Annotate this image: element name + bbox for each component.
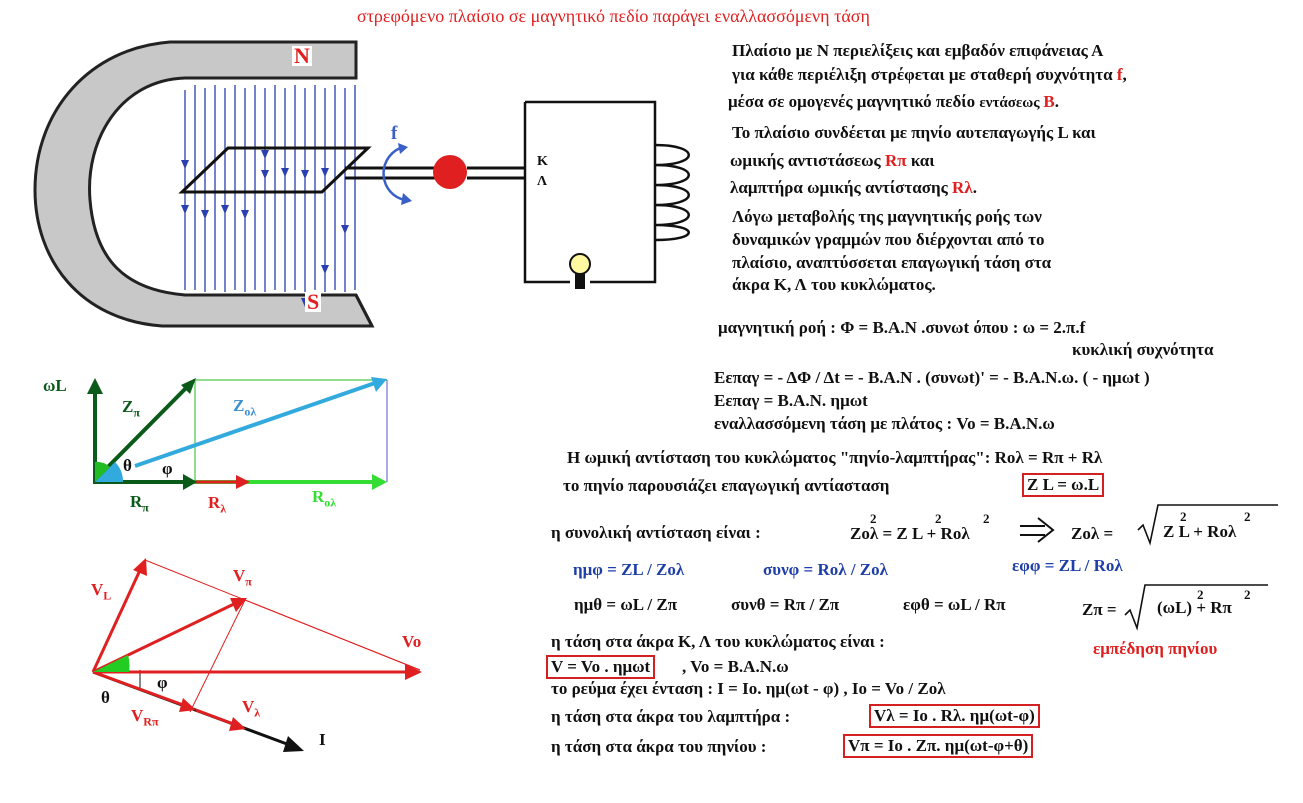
rotating-loop — [178, 146, 438, 194]
superscript-2: 2 — [1244, 509, 1251, 524]
current-label: I — [319, 730, 326, 749]
superscript-2: 2 — [935, 511, 942, 526]
current-formula: το ρεύμα έχει ένταση : I = Io. ημ(ωt - φ… — [551, 679, 946, 698]
reactance-box: Z L = ω.L — [1022, 473, 1105, 497]
coil-impedance-label: εμπέδηση πηνίου — [1093, 639, 1218, 658]
impedance-diagram — [87, 377, 388, 490]
vp-label: Vπ — [233, 566, 252, 589]
reactance-text: το πηνίο παρουσιάζει επαγωγική αντίαστασ… — [563, 476, 890, 495]
total-impedance-equation: Zoλ = Z L + Roλ — [850, 524, 970, 543]
terminal-l-label: Λ — [537, 174, 548, 189]
superscript-2: 2 — [1180, 509, 1187, 524]
phi-label-1: φ — [162, 459, 173, 478]
rl-label: Rλ — [208, 493, 227, 516]
wl-label: ωL — [43, 376, 67, 395]
sqrt-signs — [1124, 504, 1278, 631]
description-line-1: Πλαίσιο με Ν περιελίξεις και εμβαδόν επι… — [732, 41, 1104, 60]
description-line-4: Το πλαίσιο συνδέεται με πηνίο αυτεπαγωγή… — [732, 123, 1096, 142]
zp-label: Zπ — [122, 397, 140, 420]
superscript-2: 2 — [870, 511, 877, 526]
implies-arrow — [1020, 517, 1055, 543]
emf-formula-3: εναλλασσόμενη τάση με πλάτος : Vo = B.A.… — [714, 414, 1055, 433]
description-line-9: πλαίσιο, αναπτύσσεται επαγωγική τάση στα — [732, 253, 1052, 272]
cos-phi: συνφ = Roλ / Zoλ — [763, 560, 889, 579]
total-impedance-sqrt: Z L + Roλ — [1163, 522, 1237, 541]
circuit — [523, 100, 657, 284]
description-line-8: δυναμικών γραμμών που διέρχονται από το — [732, 230, 1045, 249]
superscript-2: 2 — [1244, 587, 1251, 602]
rol-label: Rολ — [312, 487, 337, 510]
lamp-voltage-text: η τάση στα άκρα του λαμπτήρα : — [551, 707, 791, 726]
ohmic-resistance-formula: Η ωμική αντίσταση του κυκλώματος "πηνίο-… — [567, 448, 1103, 467]
voltage-box: V = Vo . ημωt — [546, 655, 656, 679]
lamp — [569, 253, 591, 289]
voltage-text: η τάση στα άκρα Κ, Λ του κυκλώματος είνα… — [551, 632, 885, 651]
vlam-label: Vλ — [242, 697, 261, 720]
emf-formula-2: Εεπαγ = B.A.N. ημωt — [714, 391, 868, 410]
coil-voltage-text: η τάση στα άκρα του πηνίου : — [551, 737, 767, 756]
lamp-voltage-box: Vλ = Io . Rλ. ημ(ωt-φ) — [869, 704, 1040, 728]
total-impedance-text: η συνολική αντίσταση είναι : — [551, 523, 761, 542]
description-line-3: μέσα σε ομογενές μαγνητικό πεδίο εντάσεω… — [728, 92, 1059, 111]
theta-label-2: θ — [101, 688, 110, 707]
rotation-arrow — [382, 146, 406, 202]
angular-frequency-label: κυκλική συχνότητα — [1072, 340, 1214, 359]
description-line-2: για κάθε περιέλιξη στρέφεται με σταθερή … — [732, 65, 1127, 84]
vl-label: VL — [91, 580, 112, 603]
voltage-amplitude: , Vo = B.A.N.ω — [682, 657, 789, 676]
zol-label: Zολ — [233, 396, 257, 419]
magnet-body — [33, 40, 375, 328]
field-arrowheads — [181, 150, 349, 307]
description-line-10: άκρα Κ, Λ του κυκλώματος. — [732, 275, 936, 294]
description-line-5: ωμικής αντιστάσεως Rπ και — [730, 151, 935, 170]
coil — [654, 143, 690, 242]
page-title: στρεφόμενο πλαίσιο σε μαγνητικό πεδίο πα… — [357, 6, 870, 26]
coil-impedance-left: Zπ = — [1082, 600, 1117, 619]
description-line-6: λαμπτήρα ωμικής αντίστασης Rλ. — [730, 178, 977, 197]
tan-theta: εφθ = ωL / Rπ — [903, 595, 1006, 614]
sin-theta: ημθ = ωL / Zπ — [574, 595, 678, 614]
tan-phi: εφφ = ZL / Roλ — [1012, 556, 1123, 575]
coil-voltage-box: Vπ = Io . Zπ. ημ(ωt-φ+θ) — [843, 734, 1034, 758]
superscript-2: 2 — [983, 511, 990, 526]
voltage-diagram — [91, 558, 422, 752]
flux-formula: μαγνητική ροή : Φ = B.A.N .συνωt όπου : … — [718, 318, 1086, 337]
description-line-7: Λόγω μεταβολής της μαγνητικής ροής των — [732, 207, 1042, 226]
phi-label-2: φ — [157, 673, 168, 692]
coil-impedance-sqrt: (ωL) + Rπ — [1157, 598, 1232, 617]
vrp-label: VRπ — [131, 706, 159, 729]
magnet-north-label: N — [292, 43, 312, 68]
rp-label: Rπ — [130, 492, 149, 515]
total-impedance-result: Zoλ = — [1071, 524, 1114, 543]
frequency-label: f — [391, 123, 398, 144]
terminal-k-label: Κ — [537, 154, 548, 169]
cos-theta: συνθ = Rπ / Zπ — [731, 595, 840, 614]
theta-label-1: θ — [123, 456, 132, 475]
magnet — [33, 40, 375, 328]
magnet-south-label: S — [305, 289, 322, 314]
emf-formula-1: Εεπαγ = - ΔΦ / Δt = - B.A.N . (συνωt)' =… — [714, 368, 1150, 387]
slip-ring — [433, 155, 467, 189]
sin-phi: ημφ = ZL / Zoλ — [573, 560, 685, 579]
field-lines — [184, 85, 356, 292]
vo-label: Vo — [402, 632, 422, 651]
superscript-2: 2 — [1197, 587, 1204, 602]
